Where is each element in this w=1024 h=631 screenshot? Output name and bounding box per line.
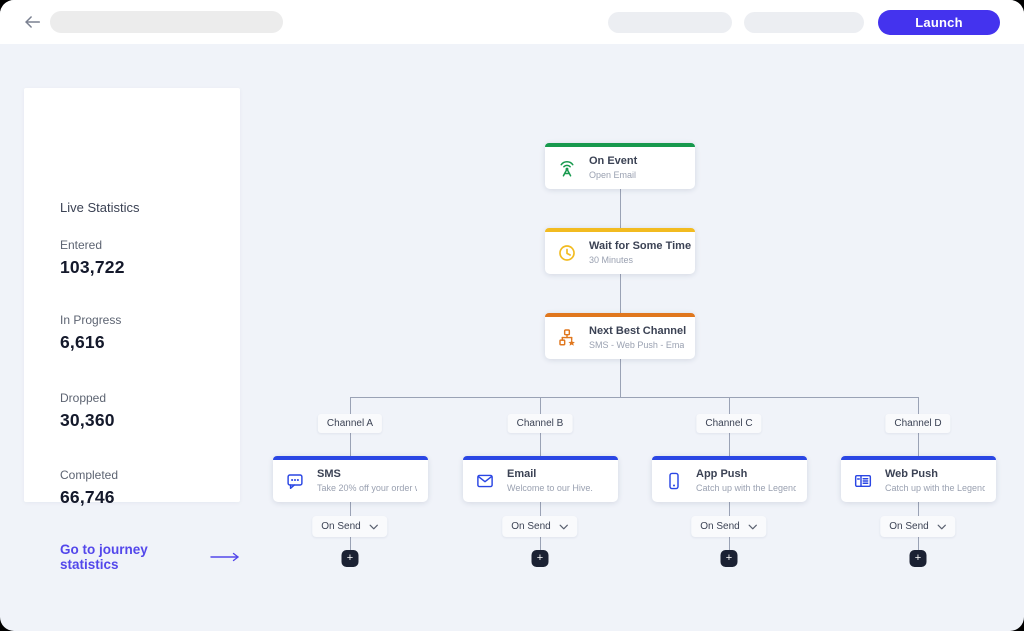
node-accent-bar: [463, 456, 618, 460]
stat-in-progress: In Progress 6,616: [60, 313, 121, 353]
node-on-event[interactable]: On Event Open Email: [545, 143, 695, 189]
channel-b-chip[interactable]: Channel B: [507, 414, 573, 433]
stat-value: 6,616: [60, 332, 105, 352]
app-push-icon: [663, 470, 685, 492]
channel-a-chip[interactable]: Channel A: [317, 414, 383, 433]
node-title: Next Best Channel: [589, 325, 687, 337]
node-title: SMS: [317, 468, 341, 480]
add-step-button-c[interactable]: +: [720, 550, 738, 567]
launch-button[interactable]: Launch: [878, 10, 1000, 35]
stat-dropped: Dropped 30,360: [60, 391, 115, 431]
clock-icon: [556, 242, 578, 264]
toolbar-skeleton-1: [608, 12, 732, 33]
node-wait[interactable]: Wait for Some Time 30 Minutes: [545, 228, 695, 274]
arrow-left-icon: [22, 13, 42, 31]
node-email[interactable]: Email Welcome to our Hive.: [463, 456, 618, 502]
add-step-button-a[interactable]: +: [341, 550, 359, 567]
web-push-icon: [852, 470, 874, 492]
stat-label: Entered: [60, 238, 103, 252]
email-icon: [474, 470, 496, 492]
node-title: Wait for Some Time: [589, 240, 692, 252]
toolbar-skeleton-2: [744, 12, 864, 33]
chevron-down-icon: [938, 524, 947, 530]
node-accent-bar: [545, 228, 695, 232]
dropdown-label: On Send: [700, 521, 740, 532]
node-title: Email: [507, 468, 537, 480]
node-title: On Event: [589, 155, 638, 167]
add-step-button-d[interactable]: +: [909, 550, 927, 567]
dropdown-label: On Send: [321, 521, 361, 532]
node-next-best-channel[interactable]: Next Best Channel SMS - Web Push - Email: [545, 313, 695, 359]
chevron-down-icon: [370, 524, 379, 530]
stat-value: 30,360: [60, 410, 115, 430]
live-statistics-panel: Live Statistics Entered 103,722 In Progr…: [24, 88, 240, 572]
node-subtitle: SMS - Web Push - Email: [589, 340, 684, 350]
stat-entered: Entered 103,722: [60, 238, 125, 278]
on-send-dropdown-d[interactable]: On Send: [880, 516, 956, 537]
node-subtitle: Catch up with the Legends!: [885, 483, 985, 493]
journey-statistics-link[interactable]: Go to journey statistics: [60, 542, 240, 572]
node-title: Web Push: [885, 468, 938, 480]
node-accent-bar: [545, 313, 695, 317]
node-sms[interactable]: SMS Take 20% off your order with code ..…: [273, 456, 428, 502]
node-subtitle: Take 20% off your order with code ...: [317, 483, 417, 493]
panel-title: Live Statistics: [60, 200, 140, 215]
node-accent-bar: [545, 143, 695, 147]
channel-c-chip[interactable]: Channel C: [696, 414, 762, 433]
trunk-connector-line: [620, 189, 621, 398]
journey-statistics-link-label: Go to journey statistics: [60, 542, 148, 572]
stat-value: 103,722: [60, 257, 125, 277]
node-subtitle: Welcome to our Hive.: [507, 483, 593, 493]
on-send-dropdown-a[interactable]: On Send: [312, 516, 388, 537]
node-accent-bar: [652, 456, 807, 460]
node-title: App Push: [696, 468, 748, 480]
journey-name-skeleton: [50, 11, 283, 33]
stat-label: Completed: [60, 468, 119, 482]
node-subtitle: Catch up with the Legends!: [696, 483, 796, 493]
node-subtitle: Open Email: [589, 170, 637, 180]
back-button[interactable]: [20, 11, 44, 33]
sitemap-star-icon: [556, 327, 578, 349]
node-web-push[interactable]: Web Push Catch up with the Legends!: [841, 456, 996, 502]
stat-label: Dropped: [60, 391, 107, 405]
arrow-right-icon: [210, 552, 240, 562]
add-step-button-b[interactable]: +: [531, 550, 549, 567]
sms-icon: [284, 470, 306, 492]
top-bar: Launch: [0, 0, 1024, 44]
stat-label: In Progress: [60, 313, 122, 327]
stat-value: 66,746: [60, 487, 115, 507]
node-accent-bar: [841, 456, 996, 460]
on-send-dropdown-b[interactable]: On Send: [502, 516, 578, 537]
chevron-down-icon: [749, 524, 758, 530]
node-subtitle: 30 Minutes: [589, 255, 634, 265]
dropdown-label: On Send: [889, 521, 929, 532]
dropdown-label: On Send: [511, 521, 551, 532]
channel-d-chip[interactable]: Channel D: [885, 414, 951, 433]
stat-completed: Completed 66,746: [60, 468, 118, 508]
on-send-dropdown-c[interactable]: On Send: [691, 516, 767, 537]
chevron-down-icon: [560, 524, 569, 530]
broadcast-icon: [556, 157, 578, 179]
node-accent-bar: [273, 456, 428, 460]
node-app-push[interactable]: App Push Catch up with the Legends!: [652, 456, 807, 502]
branch-spine-line: [350, 397, 918, 398]
